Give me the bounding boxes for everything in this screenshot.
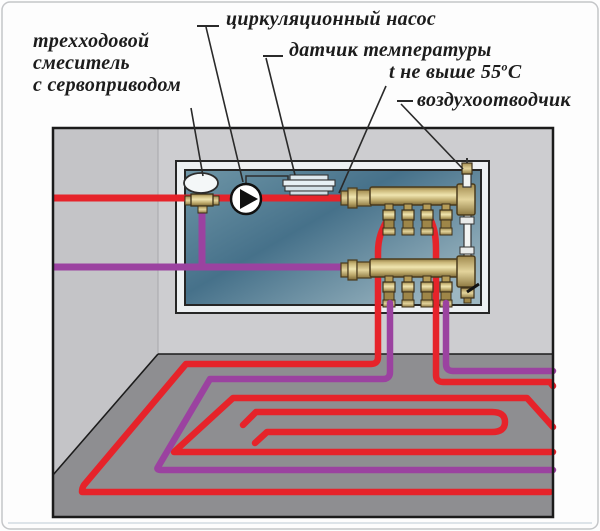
supply-loop-b bbox=[424, 210, 557, 390]
label-air-vent: воздухоотводчик bbox=[417, 89, 571, 111]
pump-cable bbox=[245, 175, 289, 184]
circulation-pump bbox=[229, 182, 263, 216]
label-mixer-line1: трехходовой bbox=[33, 30, 150, 52]
label-mixer-line3: с сервоприводом bbox=[33, 74, 182, 96]
return-loop-b bbox=[442, 299, 557, 375]
floor-coil-ring bbox=[170, 394, 557, 456]
leader-temp-limit bbox=[338, 85, 387, 194]
label-mixer-line2: смеситель bbox=[33, 52, 130, 74]
leader-lines bbox=[190, 25, 464, 194]
label-pump: циркуляционный насос bbox=[226, 8, 437, 30]
floor-coil-center bbox=[239, 408, 509, 447]
leader-mixer bbox=[190, 107, 204, 177]
leader-air-vent bbox=[400, 103, 464, 170]
room-border bbox=[51, 126, 555, 519]
label-temp-limit: t не выше 55оС bbox=[389, 59, 522, 83]
left-wall bbox=[53, 128, 158, 475]
three-way-valve bbox=[184, 193, 220, 214]
label-temp-limit-unit: С bbox=[507, 61, 522, 83]
label-mixer: трехходовой смеситель с сервоприводом bbox=[33, 30, 181, 96]
degree-symbol: о bbox=[501, 59, 508, 74]
riser-fitting-top bbox=[459, 216, 475, 225]
drain-valve bbox=[460, 282, 480, 304]
riser-fitting-bottom bbox=[459, 246, 475, 255]
leader-sensor bbox=[265, 57, 296, 176]
temperature-sensor bbox=[282, 174, 336, 196]
label-temp-sensor: датчик температуры bbox=[289, 39, 492, 61]
floor-wall-diagonal bbox=[52, 353, 159, 476]
servo-actuator bbox=[183, 172, 219, 194]
pump-rotor-icon bbox=[240, 189, 258, 209]
supply-loop-a bbox=[78, 210, 554, 496]
leader-pump bbox=[205, 26, 244, 183]
label-temp-limit-value: t не выше 55 bbox=[389, 61, 502, 83]
return-loop-a bbox=[154, 299, 557, 474]
